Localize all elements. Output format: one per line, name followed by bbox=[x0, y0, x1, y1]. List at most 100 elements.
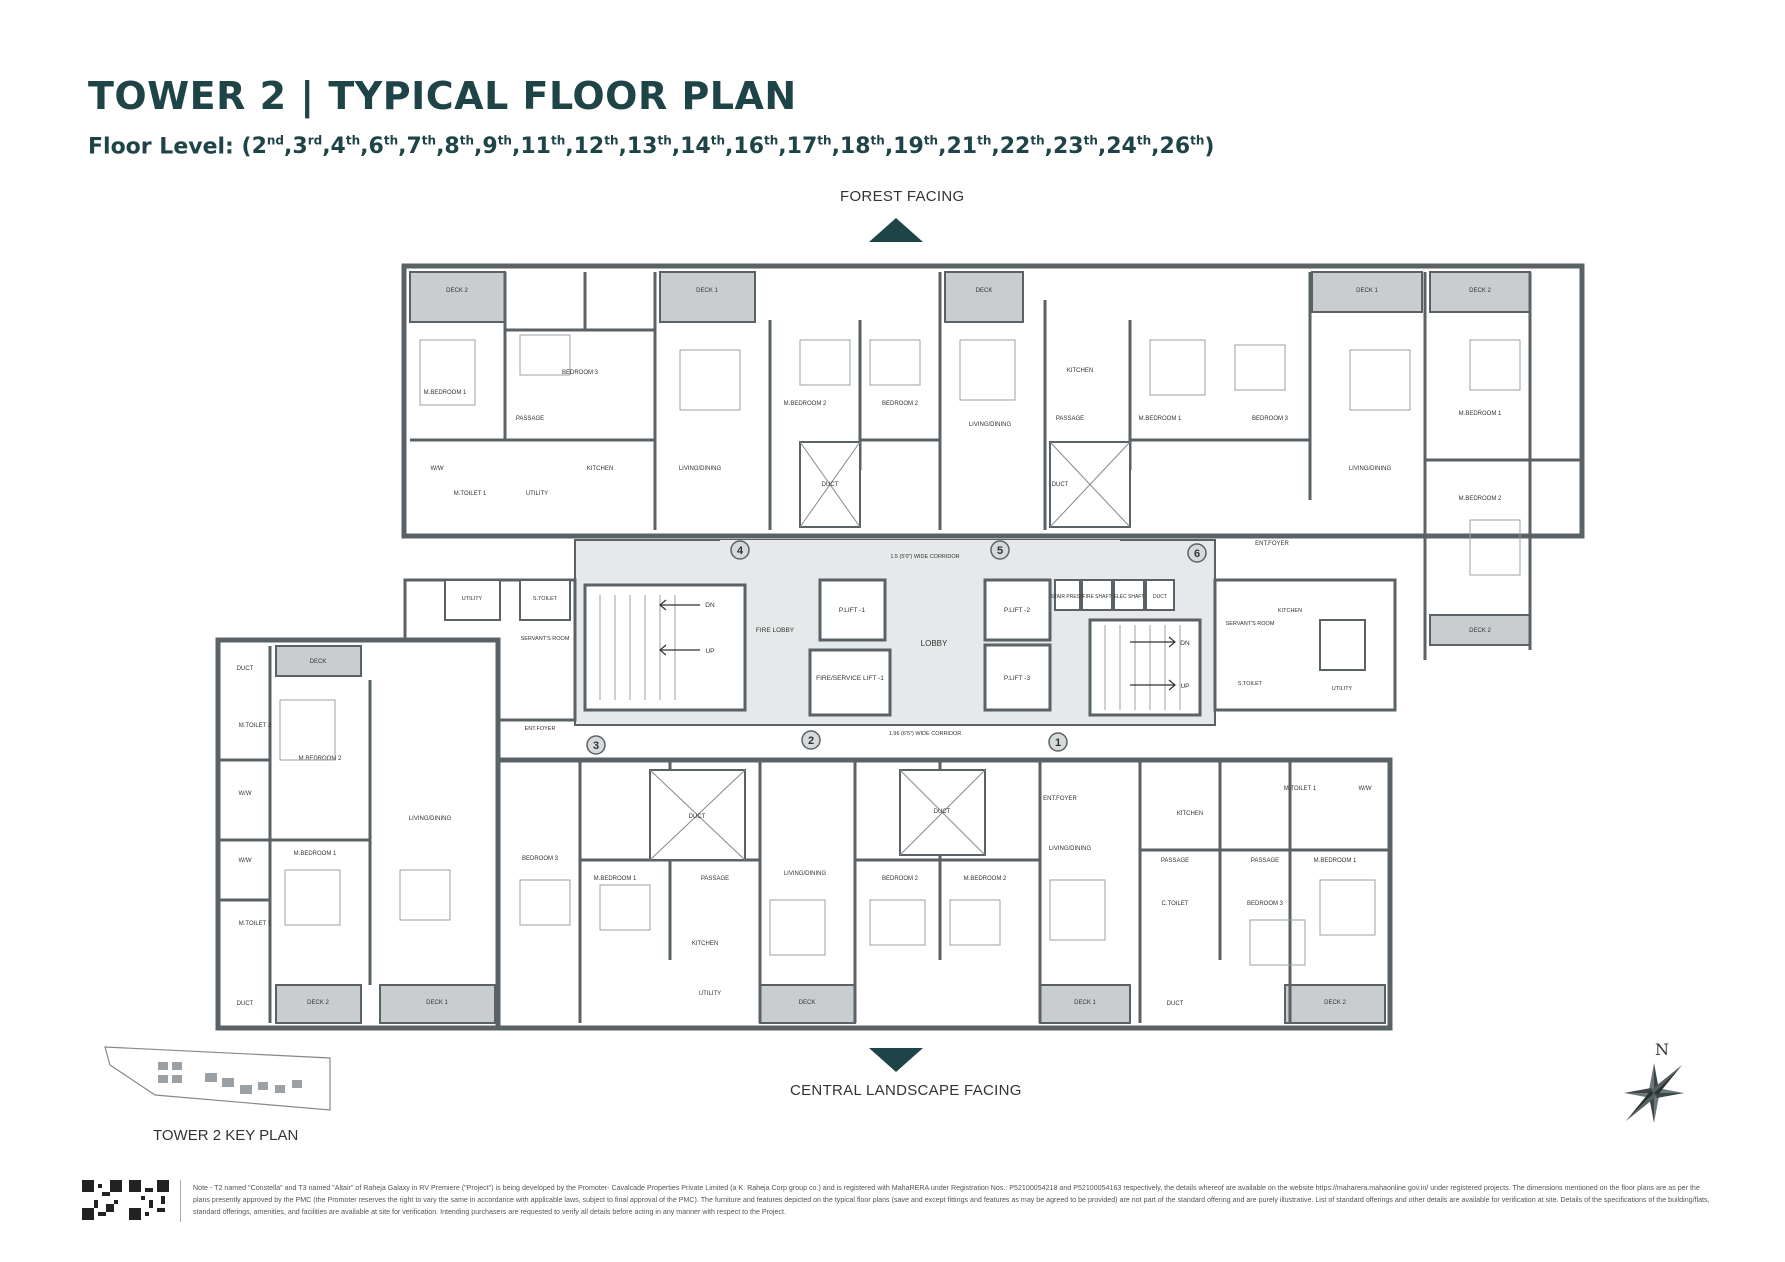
unit-marker-label-4: 4 bbox=[737, 545, 744, 557]
label-mbed1-u1: M.BEDROOM 1 bbox=[1314, 858, 1357, 864]
elec-shaft-label: ELEC SHAFT bbox=[1114, 594, 1145, 600]
deck1-left bbox=[379, 984, 496, 1024]
furniture-decoration bbox=[279, 334, 1521, 966]
qr-code-icon-2 bbox=[129, 1180, 169, 1220]
floor-level-24: ,24th bbox=[1097, 134, 1152, 160]
forest-facing-arrow-icon bbox=[869, 218, 923, 242]
label-living-left: LIVING/DINING bbox=[409, 816, 452, 822]
fire-lobby-label: FIRE LOBBY bbox=[756, 627, 795, 634]
label-deck-bottom-u2: DECK bbox=[799, 1000, 816, 1006]
label-bed3-u1: BEDROOM 3 bbox=[1247, 901, 1284, 907]
label-deck1-left: DECK 1 bbox=[426, 1000, 448, 1006]
label-kitchen-right: KITCHEN bbox=[1278, 608, 1302, 614]
label-ctoilet-u1: C.TOILET bbox=[1162, 901, 1189, 907]
label-deck2-u4: DECK 2 bbox=[446, 288, 468, 294]
bottom-wing: DECK DECK 1 DECK 2 BEDROOM 3 M.BEDROOM 1… bbox=[495, 757, 1393, 1031]
floor-level-8: ,8th bbox=[436, 134, 475, 160]
deck1-bottom-u1 bbox=[1039, 984, 1131, 1024]
label-duct-bottom-1: DUCT bbox=[689, 814, 706, 820]
label-bed2-u2: BEDROOM 2 bbox=[882, 876, 919, 882]
label-bed3-u5: BEDROOM 3 bbox=[1252, 416, 1289, 422]
deck-unit4-1 bbox=[659, 271, 756, 323]
right-service-block: SERVANT'S ROOM KITCHEN S.TOILET UTILITY bbox=[1213, 578, 1397, 712]
subtitle-suffix: ) bbox=[1204, 134, 1215, 160]
label-utility-right: UTILITY bbox=[1332, 686, 1353, 692]
forest-facing-label: FOREST FACING bbox=[840, 188, 965, 205]
label-mbed1-u3: M.BEDROOM 1 bbox=[594, 876, 637, 882]
deck-bottom-u2 bbox=[759, 984, 856, 1024]
passenger-lift-3 bbox=[983, 643, 1052, 712]
right-block-outline bbox=[1213, 578, 1397, 712]
label-living-u2: LIVING/DINING bbox=[784, 871, 827, 877]
floor-level-23: ,23th bbox=[1044, 134, 1098, 160]
label-deck2-left: DECK 2 bbox=[307, 1000, 329, 1006]
elec-shaft-box bbox=[1113, 579, 1145, 611]
label-duct-top-2: DUCT bbox=[1052, 482, 1069, 488]
plift2-label: P.LIFT -2 bbox=[1004, 607, 1031, 614]
key-plan bbox=[104, 1046, 331, 1111]
label-entfoyer-u6: ENT.FOYER bbox=[1255, 541, 1289, 547]
unit-marker-label-2: 2 bbox=[808, 735, 814, 747]
central-core: LOBBY 1.5 (5'0") WIDE CORRIDOR 1.96 (6'5… bbox=[574, 539, 1216, 737]
top-wing: DECK 2 DECK 1 DECK DECK 1 DECK 2 DECK 2 … bbox=[401, 263, 1585, 660]
label-stoilet-left: S.TOILET bbox=[533, 596, 558, 602]
label-mbed1-left: M.BEDROOM 1 bbox=[294, 851, 337, 857]
passenger-lift-2 bbox=[983, 578, 1052, 642]
deck3-left bbox=[275, 645, 362, 677]
landscape-facing-arrow-icon bbox=[869, 1048, 923, 1072]
label-mtoilet1-u4: M.TOILET 1 bbox=[454, 491, 487, 497]
label-passage-u1-1: PASSAGE bbox=[1161, 858, 1189, 864]
stair-left-dn-label: DN bbox=[705, 602, 715, 609]
fire-service-lift-label: FIRE/SERVICE LIFT -1 bbox=[816, 675, 884, 682]
label-mbed2-left: M.BEDROOM 2 bbox=[299, 756, 342, 762]
unit-marker-5 bbox=[990, 540, 1010, 560]
deck-unit6-2 bbox=[1429, 271, 1531, 313]
plift3-label: P.LIFT -3 bbox=[1004, 675, 1031, 682]
label-utility-u2: UTILITY bbox=[699, 991, 721, 997]
label-kitchen-u2: KITCHEN bbox=[692, 941, 718, 947]
floor-level-6: ,6th bbox=[360, 134, 399, 160]
floor-level-4: ,4th bbox=[322, 134, 361, 160]
qr-code-icon bbox=[82, 1180, 122, 1220]
unit-marker-label-1: 1 bbox=[1055, 737, 1061, 749]
floor-list: 2nd,3rd,4th,6th,7th,8th,9th,11th,12th,13… bbox=[252, 134, 1205, 159]
label-deck1-bottom-u1: DECK 1 bbox=[1074, 1000, 1096, 1006]
stoilet-box-left bbox=[519, 579, 571, 621]
label-ww-u1: W/W bbox=[1359, 786, 1372, 792]
corridor-top-label: 1.5 (5'0") WIDE CORRIDOR bbox=[890, 554, 959, 560]
label-living-u4: LIVING/DINING bbox=[679, 466, 722, 472]
label-passage-u2: PASSAGE bbox=[701, 876, 729, 882]
label-duct-top-1: DUCT bbox=[822, 482, 839, 488]
deck-unit5 bbox=[944, 271, 1024, 323]
deck2-bottom-u1 bbox=[1284, 984, 1386, 1024]
label-deck-u5: DECK bbox=[976, 288, 993, 294]
unit-marker-4 bbox=[730, 540, 750, 560]
floor-level-7: ,7th bbox=[398, 134, 437, 160]
deck-unit4-2 bbox=[409, 271, 506, 323]
key-plan-label: TOWER 2 KEY PLAN bbox=[153, 1127, 299, 1144]
utility-box-left bbox=[444, 579, 501, 621]
floor-level-19: ,19th bbox=[884, 134, 939, 160]
label-entfoyer-left: ENT.FOYER bbox=[525, 726, 556, 732]
stair-left bbox=[583, 583, 747, 712]
fire-service-lift bbox=[808, 648, 892, 717]
label-mbed1-u4: M.BEDROOM 1 bbox=[424, 390, 467, 396]
stair-right-up-label: UP bbox=[1180, 683, 1189, 690]
label-deck2-bottom-u1: DECK 2 bbox=[1324, 1000, 1346, 1006]
label-mbed1-u6: M.BEDROOM 1 bbox=[1459, 411, 1502, 417]
label-stoilet-right: S.TOILET bbox=[1238, 681, 1263, 687]
fire-shaft-box bbox=[1081, 579, 1113, 611]
label-living-u6: LIVING/DINING bbox=[1349, 466, 1392, 472]
lobby-label: LOBBY bbox=[921, 639, 948, 648]
floor-level-16: ,16th bbox=[725, 134, 779, 160]
unit-marker-1 bbox=[1048, 732, 1068, 752]
floor-level-13: ,13th bbox=[618, 134, 672, 160]
label-living-u5: LIVING/DINING bbox=[969, 422, 1012, 428]
label-mbed2-u2: M.BEDROOM 2 bbox=[964, 876, 1007, 882]
label-deck3-left: DECK bbox=[310, 659, 327, 665]
label-mtoilet2-left: M.TOILET 2 bbox=[239, 723, 272, 729]
core-duct-box bbox=[1145, 579, 1175, 611]
label-utility-left: UTILITY bbox=[462, 596, 483, 602]
stair-left-up-label: UP bbox=[705, 648, 714, 655]
